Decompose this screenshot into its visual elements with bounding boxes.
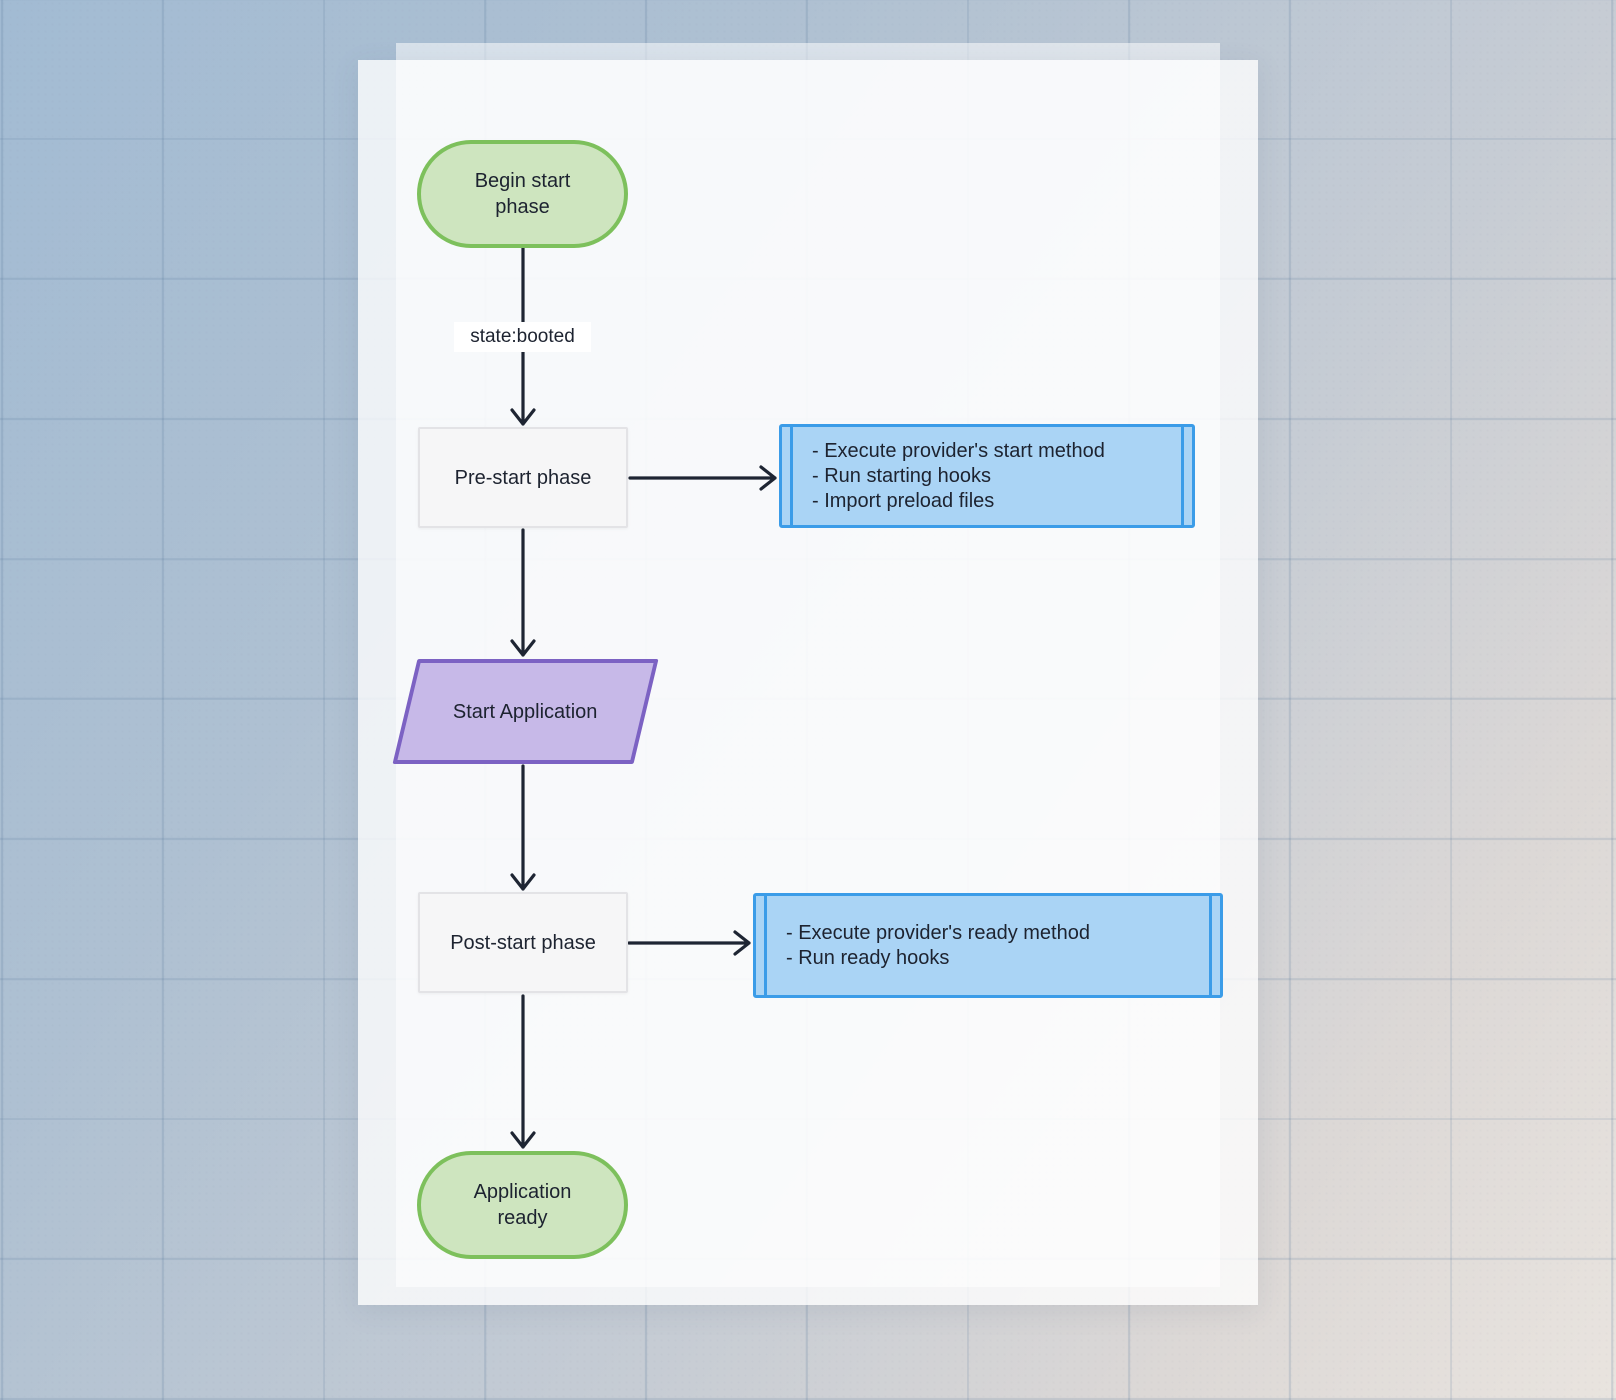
prestart-action-item: - Execute provider's start method bbox=[812, 439, 1105, 462]
node-application-ready: Application ready bbox=[417, 1151, 628, 1259]
node-poststart-actions: - Execute provider's ready method - Run … bbox=[753, 893, 1223, 998]
edge-prestart-to-start-actions bbox=[628, 465, 777, 491]
node-start-application: Start Application bbox=[392, 659, 659, 764]
node-post-start-phase: Post-start phase bbox=[418, 892, 628, 993]
node-begin-start-phase-label: Begin start phase bbox=[474, 170, 571, 218]
node-pre-start-phase-label: Pre-start phase bbox=[454, 466, 592, 489]
edge-poststart-to-ready bbox=[510, 994, 536, 1149]
poststart-action-item: - Execute provider's ready method bbox=[786, 921, 1090, 944]
node-application-ready-label: Application ready bbox=[473, 1181, 572, 1229]
edge-start-application-to-poststart bbox=[510, 764, 536, 891]
edge-poststart-to-ready-actions bbox=[627, 930, 751, 956]
node-pre-start-phase: Pre-start phase bbox=[418, 427, 628, 528]
edge-label-state-booted: state:booted bbox=[454, 322, 591, 352]
poststart-action-item: - Run ready hooks bbox=[786, 946, 950, 969]
node-post-start-phase-label: Post-start phase bbox=[450, 931, 596, 954]
node-prestart-actions: - Execute provider's start method - Run … bbox=[779, 424, 1195, 528]
node-begin-start-phase: Begin start phase bbox=[417, 140, 628, 248]
prestart-action-item: - Import preload files bbox=[812, 489, 995, 512]
node-start-application-label: Start Application bbox=[453, 700, 598, 723]
prestart-action-item: - Run starting hooks bbox=[812, 464, 991, 487]
edge-prestart-to-start-application bbox=[510, 528, 536, 657]
